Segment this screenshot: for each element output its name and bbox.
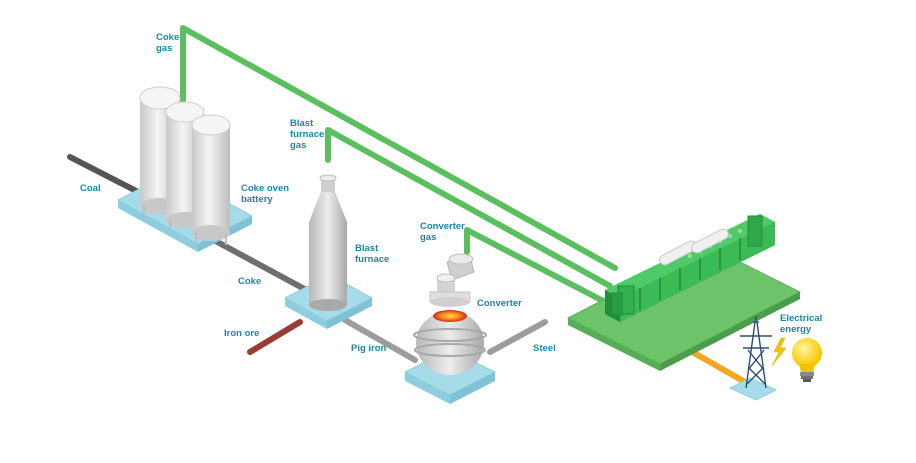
label-converter: Converter: [477, 298, 522, 309]
label-electrical-energy: Electrical energy: [780, 313, 823, 335]
steel-line: [487, 319, 548, 355]
lightning-icon: [771, 337, 787, 367]
blast-furnace: [309, 174, 347, 311]
engine-white-pipes: [659, 228, 729, 266]
power-tower-icon: [740, 316, 772, 389]
label-coke: Coke: [238, 276, 262, 287]
coke-oven-battery: [139, 86, 231, 245]
label-converter-gas: Converter gas: [420, 221, 465, 243]
gas-engine-icon: [605, 214, 775, 322]
coke-line: [207, 235, 313, 295]
blast-furnace-gas-pipe: [325, 127, 613, 289]
pig-iron-line: [342, 317, 418, 363]
tower-platform: [728, 377, 778, 401]
coke-gas-pipe: [180, 25, 618, 271]
label-coal: Coal: [80, 183, 101, 194]
label-blast-furnace-gas: Blast furnace gas: [290, 118, 325, 151]
label-iron-ore: Iron ore: [224, 328, 260, 339]
label-coke-oven-battery: Coke oven battery: [241, 183, 290, 205]
label-coke-gas: Coke gas: [156, 32, 180, 54]
converter-gas-pipe: [464, 227, 610, 306]
iron-ore-line: [247, 319, 303, 355]
converter: [413, 253, 487, 375]
light-bulb-icon: [792, 338, 822, 382]
label-blast-furnace: Blast furnace: [355, 243, 390, 265]
label-steel: Steel: [533, 343, 556, 354]
label-pig-iron: Pig iron: [351, 343, 387, 354]
